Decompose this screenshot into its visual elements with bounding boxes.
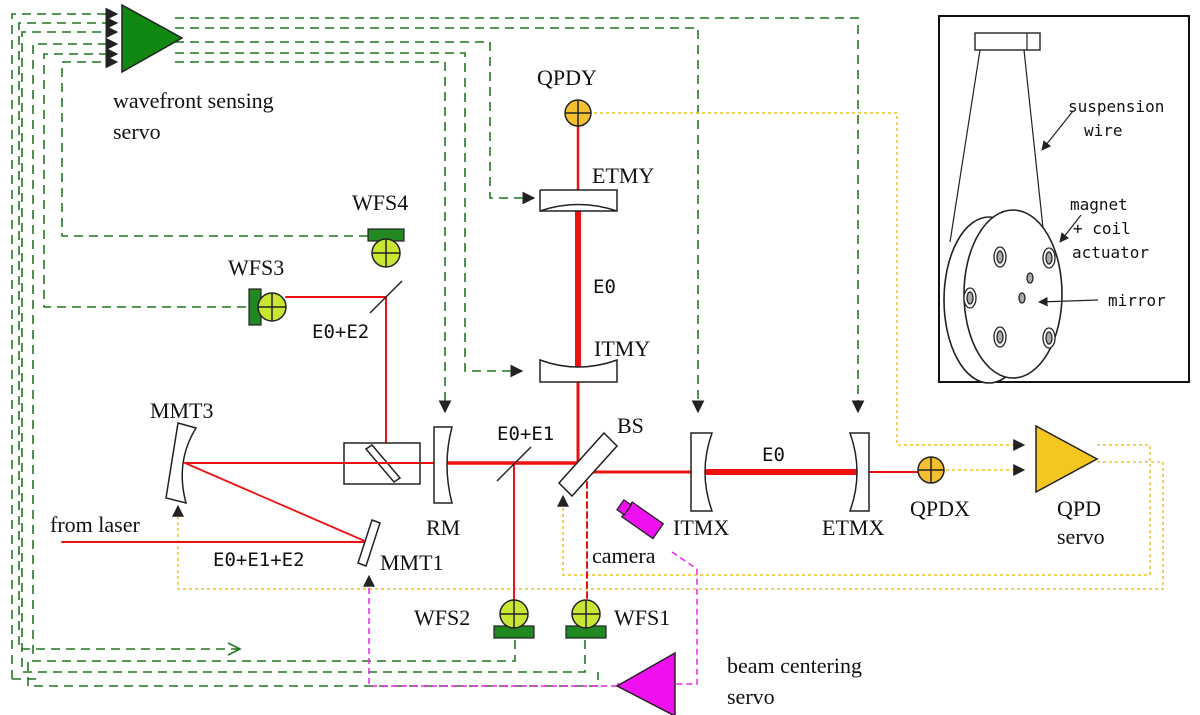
wfs-feedback-lines bbox=[11, 7, 865, 687]
pickoff-e0e1 bbox=[496, 446, 532, 482]
wavefront-servo-amplifier bbox=[121, 3, 184, 74]
qpd-feedback-lines bbox=[172, 112, 1164, 590]
itmy-label: ITMY bbox=[594, 336, 650, 361]
qpdy-detector bbox=[564, 99, 592, 127]
wfs-feedback-arrowhead bbox=[227, 642, 242, 656]
rm-mirror bbox=[433, 426, 453, 504]
mmt1-label: MMT1 bbox=[380, 550, 444, 575]
pickoff-e0e2 bbox=[369, 280, 403, 314]
wfs3-detector bbox=[248, 288, 287, 326]
etmy-label: ETMY bbox=[592, 163, 654, 188]
wfs2-detector bbox=[493, 599, 535, 639]
rm-label: RM bbox=[426, 515, 460, 540]
wavefront-servo-label-2: servo bbox=[113, 119, 161, 144]
suspension-inset: suspension wire magnet + coil actuator m… bbox=[938, 15, 1190, 384]
magnet-coil-label-2: + coil bbox=[1073, 219, 1131, 238]
qpdy-label: QPDY bbox=[537, 65, 597, 90]
qpd-servo-amplifier bbox=[1035, 424, 1099, 494]
wfs2-label: WFS2 bbox=[414, 605, 470, 630]
wavefront-servo-label: wavefront sensing bbox=[113, 88, 274, 113]
itmy-mirror bbox=[539, 358, 618, 383]
mirror-label: mirror bbox=[1108, 291, 1166, 310]
from-laser-label: from laser bbox=[50, 512, 140, 537]
magnet-coil-label: magnet bbox=[1070, 195, 1128, 214]
qpdx-label: QPDX bbox=[910, 496, 970, 521]
etmx-mirror bbox=[848, 432, 870, 512]
camera-icon bbox=[616, 498, 665, 540]
magnet-coil-label-3: actuator bbox=[1072, 243, 1149, 262]
bs-beamsplitter bbox=[557, 431, 619, 498]
bs-label: BS bbox=[617, 413, 644, 438]
centering-servo-amplifier bbox=[615, 651, 676, 715]
qpd-servo-label-2: servo bbox=[1057, 524, 1105, 549]
mmt1-mirror bbox=[357, 519, 381, 567]
wfs3-label: WFS3 bbox=[228, 255, 284, 280]
centering-servo-label-2: servo bbox=[727, 684, 775, 709]
itmx-mirror bbox=[690, 432, 714, 512]
qpd-servo-label: QPD bbox=[1057, 496, 1101, 521]
e0-y-label: E0 bbox=[593, 276, 616, 298]
e0-x-label: E0 bbox=[762, 444, 785, 466]
qpdx-detector bbox=[917, 456, 945, 484]
itmx-label: ITMX bbox=[673, 515, 729, 540]
wfs4-label: WFS4 bbox=[352, 190, 408, 215]
centering-servo-label: beam centering bbox=[727, 653, 862, 678]
suspension-wire-label: suspension bbox=[1068, 97, 1164, 116]
etmx-label: ETMX bbox=[822, 515, 884, 540]
suspension-wire-label-2: wire bbox=[1084, 121, 1123, 140]
e0e2-label: E0+E2 bbox=[312, 321, 369, 343]
mmt3-label: MMT3 bbox=[150, 398, 214, 423]
wfs1-label: WFS1 bbox=[614, 605, 670, 630]
wfs1-detector bbox=[565, 599, 607, 639]
e0e1-label: E0+E1 bbox=[497, 423, 554, 445]
camera-label: camera bbox=[592, 543, 656, 568]
mmt3-mirror bbox=[165, 422, 198, 505]
e0e1e2-label: E0+E1+E2 bbox=[213, 549, 305, 571]
etmy-mirror bbox=[539, 189, 618, 212]
wfs4-detector bbox=[367, 228, 405, 268]
